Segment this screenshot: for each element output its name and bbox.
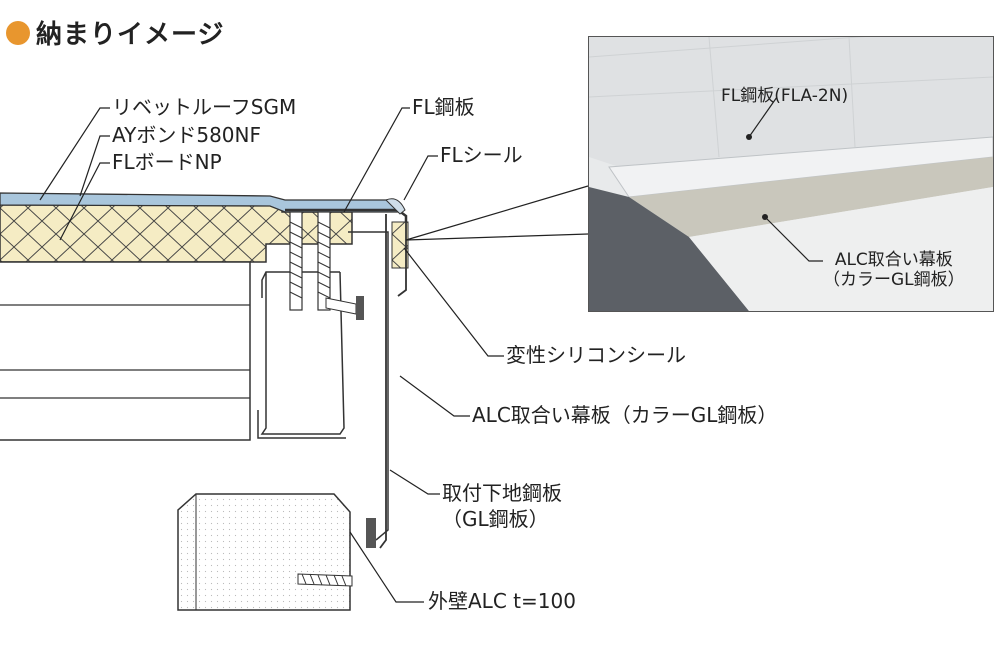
label-fl-board: FLボードNP xyxy=(112,150,222,174)
photo-alc-label-line1: ALC取合い幕板 xyxy=(834,250,953,270)
photo-inset: FL鋼板(FLA-2N) ALC取合い幕板 （カラーGL鋼板） xyxy=(588,36,994,312)
exterior-alc-wall xyxy=(177,493,351,611)
alc-fascia-plate xyxy=(379,214,407,549)
label-rivet-roof: リベットルーフSGM xyxy=(112,95,297,119)
label-alc-fascia: ALC取合い幕板（カラーGL鋼板） xyxy=(472,403,778,427)
silicone-seal-block xyxy=(391,221,409,269)
ceiling-panel xyxy=(0,261,251,441)
wall-screw xyxy=(297,518,376,587)
section-title: 納まりイメージ xyxy=(36,20,225,50)
orange-bullet-icon xyxy=(6,20,30,45)
label-fl-steel: FL鋼板 xyxy=(412,95,475,119)
photo-alc-label-line2: （カラーGL鋼板） xyxy=(823,269,965,290)
label-mount-steel: 取付下地鋼板 （GL鋼板） xyxy=(442,483,562,529)
label-mount-steel-line1: 取付下地鋼板 xyxy=(442,481,562,505)
section-heading: 納まりイメージ xyxy=(6,14,224,51)
mounting-steel-plate xyxy=(348,231,389,541)
label-modified-silicone: 変性シリコンシール xyxy=(506,343,686,367)
leader-lines xyxy=(39,107,589,603)
side-screw xyxy=(325,296,364,320)
label-ay-bond: AYボンド580NF xyxy=(112,123,261,147)
photo-alc-label: ALC取合い幕板 （カラーGL鋼板） xyxy=(823,250,965,290)
label-mount-steel-line2: （GL鋼板） xyxy=(442,507,549,531)
c-channel-purlin xyxy=(257,271,346,439)
fl-seal-bead xyxy=(385,198,406,215)
label-fl-seal: FLシール xyxy=(440,143,523,167)
photo-fl-steel-label: FL鋼板(FLA-2N) xyxy=(721,86,849,106)
label-exterior-alc: 外壁ALC t=100 xyxy=(428,589,576,613)
anchor-bolts xyxy=(289,211,331,311)
